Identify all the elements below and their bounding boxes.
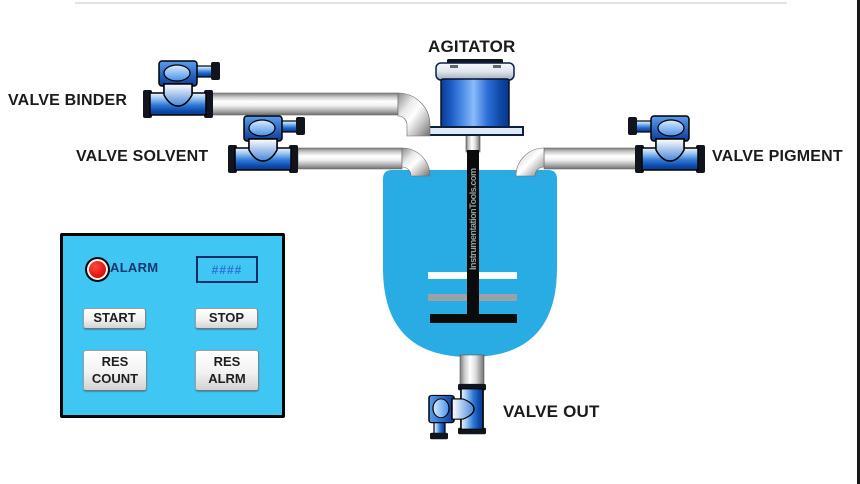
valve-out-icon[interactable]: [428, 383, 487, 441]
reset-count-button[interactable]: RES COUNT: [83, 350, 147, 391]
reset-alarm-button[interactable]: RES ALRM: [195, 350, 259, 391]
agitator-motor: [426, 59, 524, 136]
valve-pigment-icon[interactable]: [627, 115, 706, 174]
start-button[interactable]: START: [83, 308, 146, 329]
agitator-shaft-coupling: [465, 134, 481, 153]
valve-solvent-icon[interactable]: [227, 115, 306, 174]
alarm-label: ALARM: [110, 260, 159, 275]
valve-binder-icon[interactable]: [142, 60, 221, 119]
counter-display: ####: [196, 256, 258, 283]
watermark-text: InstrumentationTools.com: [468, 168, 478, 270]
impeller-blade: [430, 314, 517, 323]
right-border-line: [857, 0, 860, 484]
agitator-label: AGITATOR: [428, 37, 516, 56]
valve-pigment-label: VALVE PIGMENT: [712, 148, 843, 165]
pipe-solvent: [297, 147, 431, 177]
valve-solvent-label: VALVE SOLVENT: [76, 148, 209, 165]
pipe-solvent-nozzle: [401, 147, 431, 177]
top-border-line: [75, 2, 787, 4]
pipe-binder-elbow: [397, 92, 431, 137]
agitator-flange: [426, 126, 524, 136]
alarm-indicator-light: [85, 257, 110, 282]
valve-binder-label: VALVE BINDER: [8, 92, 128, 109]
pipe-pigment: [515, 147, 643, 177]
control-panel: ALARM #### START STOP RES COUNT RES ALRM: [60, 233, 285, 418]
stop-button[interactable]: STOP: [195, 308, 258, 329]
valve-out-label: VALVE OUT: [503, 402, 600, 421]
pipe-binder: [205, 92, 431, 137]
agitator-shaft: [467, 150, 479, 322]
pipe-pigment-nozzle: [515, 147, 545, 177]
